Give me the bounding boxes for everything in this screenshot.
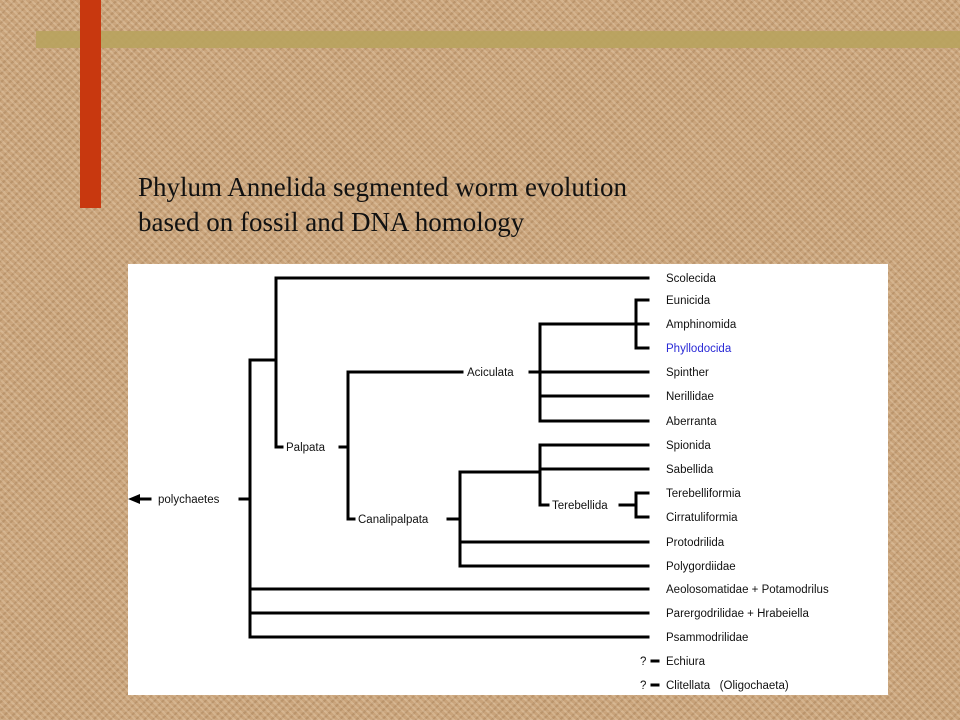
leaf-parergodrilidae: Parergodrilidae + Hrabeiella (666, 608, 809, 620)
leaf-spinther: Spinther (666, 367, 709, 379)
slide-title: Phylum Annelida segmented worm evolution… (138, 170, 818, 240)
leaf-phyllodocida: Phyllodocida (666, 343, 732, 355)
leaf-scolecida: Scolecida (666, 273, 716, 285)
leaf-terebelliformia: Terebelliformia (666, 488, 741, 500)
slide-title-line-2: based on fossil and DNA homology (138, 207, 525, 237)
node-label-palpata: Palpata (286, 442, 326, 454)
uncertain-mark-clitellata: ? (640, 680, 646, 692)
leaf-spionida: Spionida (666, 440, 711, 452)
leaf-amphinomida: Amphinomida (666, 319, 737, 331)
phylogenetic-tree-panel: polychaetes Palpata Aciculata Canalipalp… (128, 264, 888, 695)
leaf-clitellata: Clitellata (Oligochaeta) (666, 680, 789, 692)
leaf-polygordiidae: Polygordiidae (666, 561, 736, 573)
uncertain-mark-echiura: ? (640, 656, 646, 668)
leaf-psammodrilidae: Psammodrilidae (666, 632, 748, 644)
node-label-canalipalpata: Canalipalpata (358, 514, 429, 526)
root-arrow-icon (128, 494, 140, 504)
leaf-eunicida: Eunicida (666, 295, 711, 307)
leaf-echiura: Echiura (666, 656, 706, 668)
root-label: polychaetes (158, 494, 220, 506)
slide-title-line-1: Phylum Annelida segmented worm evolution (138, 172, 627, 202)
leaf-aberranta: Aberranta (666, 416, 717, 428)
leaf-protodrilida: Protodrilida (666, 537, 725, 549)
red-accent-bar (80, 0, 101, 208)
node-label-terebellida: Terebellida (552, 500, 608, 512)
leaf-nerillidae: Nerillidae (666, 391, 714, 403)
leaf-aeolosomatidae: Aeolosomatidae + Potamodrilus (666, 584, 829, 596)
leaf-cirratuliformia: Cirratuliformia (666, 512, 738, 524)
olive-accent-bar (36, 31, 960, 48)
phylogenetic-tree: polychaetes Palpata Aciculata Canalipalp… (128, 273, 829, 692)
leaf-sabellida: Sabellida (666, 464, 714, 476)
node-label-aciculata: Aciculata (467, 367, 514, 379)
